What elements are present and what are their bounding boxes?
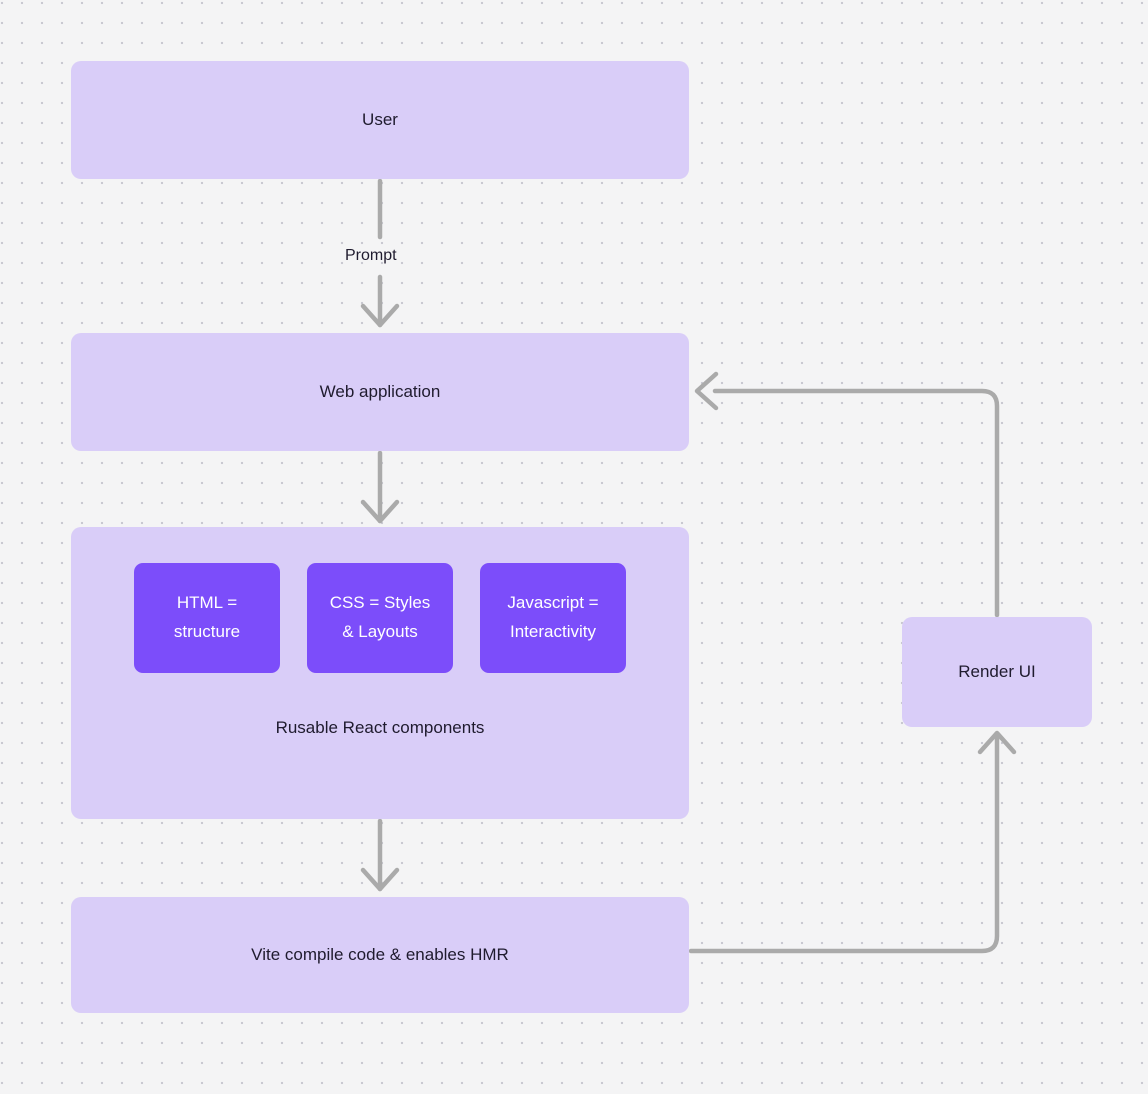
edge-webapp-to-components bbox=[360, 450, 400, 524]
edge-components-to-vite bbox=[360, 818, 400, 892]
node-vite-compile[interactable]: Vite compile code & enables HMR bbox=[71, 897, 689, 1013]
edge-vite-to-render bbox=[688, 730, 1017, 954]
chip-css-label: CSS = Styles& Layouts bbox=[329, 593, 431, 641]
node-web-application[interactable]: Web application bbox=[71, 333, 689, 451]
edge-render-to-webapp bbox=[694, 371, 1000, 618]
node-web-application-label: Web application bbox=[319, 381, 441, 401]
node-reusable-react-components-label: Rusable React components bbox=[275, 718, 485, 737]
edge-label-prompt: Prompt bbox=[345, 247, 397, 264]
node-render-ui[interactable]: Render UI bbox=[902, 617, 1092, 727]
chip-html-label: HTML =structure bbox=[173, 593, 241, 641]
node-vite-compile-label: Vite compile code & enables HMR bbox=[251, 944, 509, 964]
node-user[interactable]: User bbox=[71, 61, 689, 179]
chip-javascript[interactable]: Javascript =Interactivity bbox=[480, 563, 626, 673]
chip-row: HTML =structure CSS = Styles& Layouts Ja… bbox=[71, 563, 689, 673]
chip-css[interactable]: CSS = Styles& Layouts bbox=[307, 563, 453, 673]
chip-javascript-label: Javascript =Interactivity bbox=[507, 593, 599, 641]
node-user-label: User bbox=[362, 109, 398, 129]
node-reusable-react-components[interactable]: HTML =structure CSS = Styles& Layouts Ja… bbox=[71, 527, 689, 819]
node-render-ui-label: Render UI bbox=[958, 661, 1036, 681]
chip-html[interactable]: HTML =structure bbox=[134, 563, 280, 673]
